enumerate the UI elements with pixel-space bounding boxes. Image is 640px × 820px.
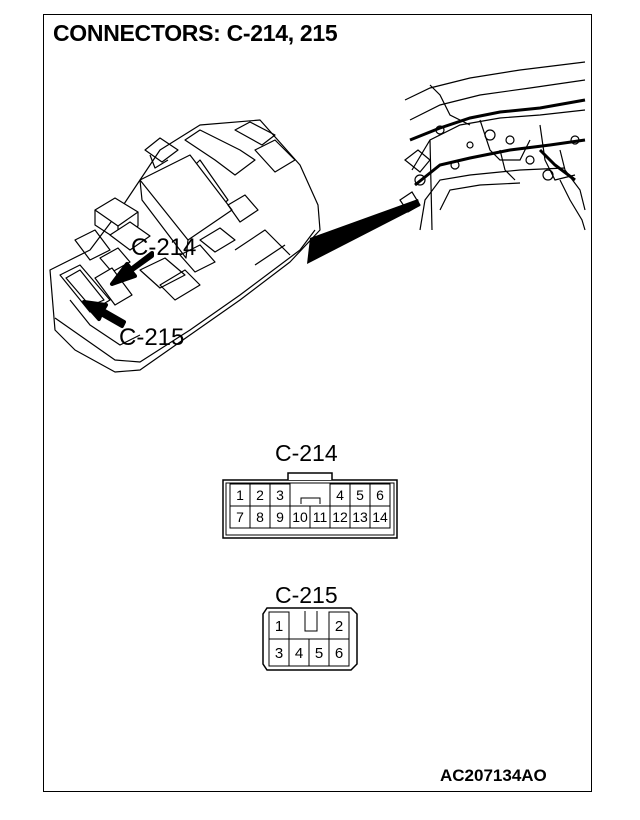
reference-code: AC207134AO: [440, 766, 547, 785]
pin-number: 5: [356, 487, 364, 503]
pin-number: 1: [236, 487, 244, 503]
pin-cell: [328, 638, 350, 667]
diagram-frame: [43, 14, 592, 792]
connector-c214-title: C-214: [275, 440, 338, 466]
pin-number: 6: [376, 487, 384, 503]
pin-number: 12: [332, 509, 348, 525]
dashboard-inset: [399, 61, 586, 231]
pin-number: 13: [352, 509, 368, 525]
wire-harness: [409, 98, 586, 187]
pin-number: 6: [335, 645, 343, 662]
junction-block-illustration: [49, 61, 586, 373]
pin-number: 11: [313, 509, 328, 525]
pin-number: 1: [275, 618, 283, 635]
pin-number: 5: [315, 645, 323, 662]
leader-wedge: [307, 199, 420, 264]
pin-number: 10: [292, 509, 308, 525]
connector-c215-title: C-215: [275, 582, 338, 608]
pin-cell: [369, 505, 391, 529]
pin-number: 14: [372, 509, 388, 525]
arrow-c214: [110, 251, 154, 286]
pin-number: 4: [336, 487, 344, 503]
pin-number: 3: [276, 487, 284, 503]
pin-number: 8: [256, 509, 264, 525]
pin-number: 2: [335, 618, 343, 635]
page-title: CONNECTORS: C-214, 215: [53, 20, 338, 46]
pin-number: 4: [295, 645, 303, 662]
pin-number: 3: [275, 645, 283, 662]
pin-number: 9: [276, 509, 284, 525]
arrow-c215: [82, 300, 126, 328]
callout-c214: C-214: [131, 234, 197, 261]
callout-c215: C-215: [119, 324, 185, 351]
pin-number: 2: [256, 487, 264, 503]
pin-number: 7: [236, 509, 244, 525]
